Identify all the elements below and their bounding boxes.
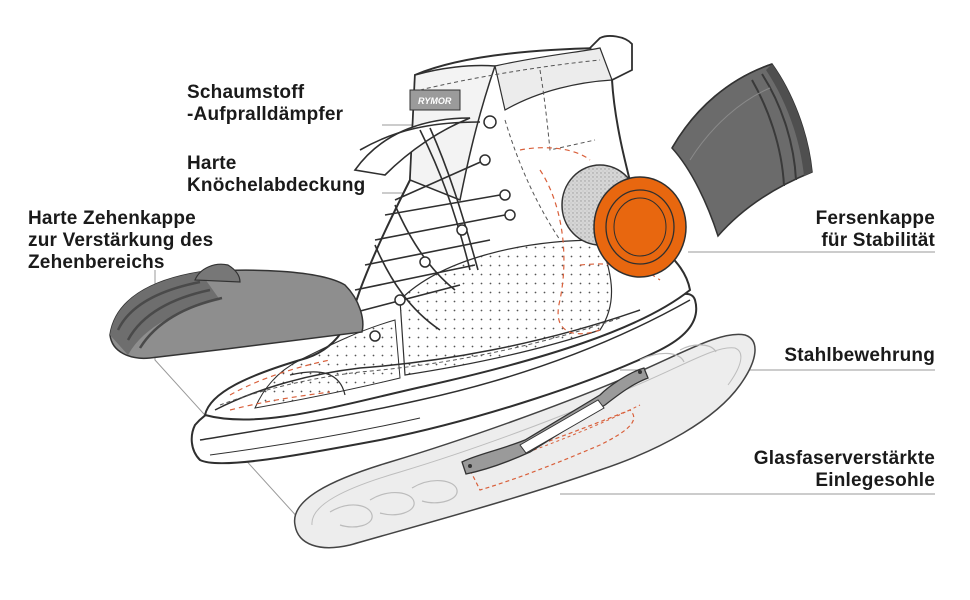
label-toe-cap: Harte Zehenkappe zur Verstärkung des Zeh… — [28, 208, 213, 274]
label-ankle-line2: Knöchelabdeckung — [187, 175, 365, 197]
label-toe-line3: Zehenbereichs — [28, 252, 213, 274]
label-toe-line2: zur Verstärkung des — [28, 230, 213, 252]
label-heel-cap: Fersenkappe für Stabilität — [816, 208, 935, 252]
brand-tag: RYMOR — [418, 96, 452, 106]
heel-counter-part — [672, 64, 812, 236]
label-steel-shank: Stahlbewehrung — [784, 345, 935, 367]
label-foam-line1: Schaumstoff — [187, 82, 343, 104]
label-ankle-line1: Harte — [187, 153, 365, 175]
label-toe-line1: Harte Zehenkappe — [28, 208, 213, 230]
label-steel-line1: Stahlbewehrung — [784, 345, 935, 367]
label-fiberglass-insole: Glasfaserverstärkte Einlegesohle — [754, 448, 935, 492]
label-insole-line2: Einlegesohle — [754, 470, 935, 492]
label-heel-line2: für Stabilität — [816, 230, 935, 252]
label-foam-impact-absorber: Schaumstoff -Aufpralldämpfer — [187, 82, 343, 126]
label-insole-line1: Glasfaserverstärkte — [754, 448, 935, 470]
toe-cap-part — [110, 264, 363, 358]
label-ankle-cover: Harte Knöchelabdeckung — [187, 153, 365, 197]
label-heel-line1: Fersenkappe — [816, 208, 935, 230]
label-foam-line2: -Aufpralldämpfer — [187, 104, 343, 126]
orange-ankle-cap — [594, 177, 686, 277]
